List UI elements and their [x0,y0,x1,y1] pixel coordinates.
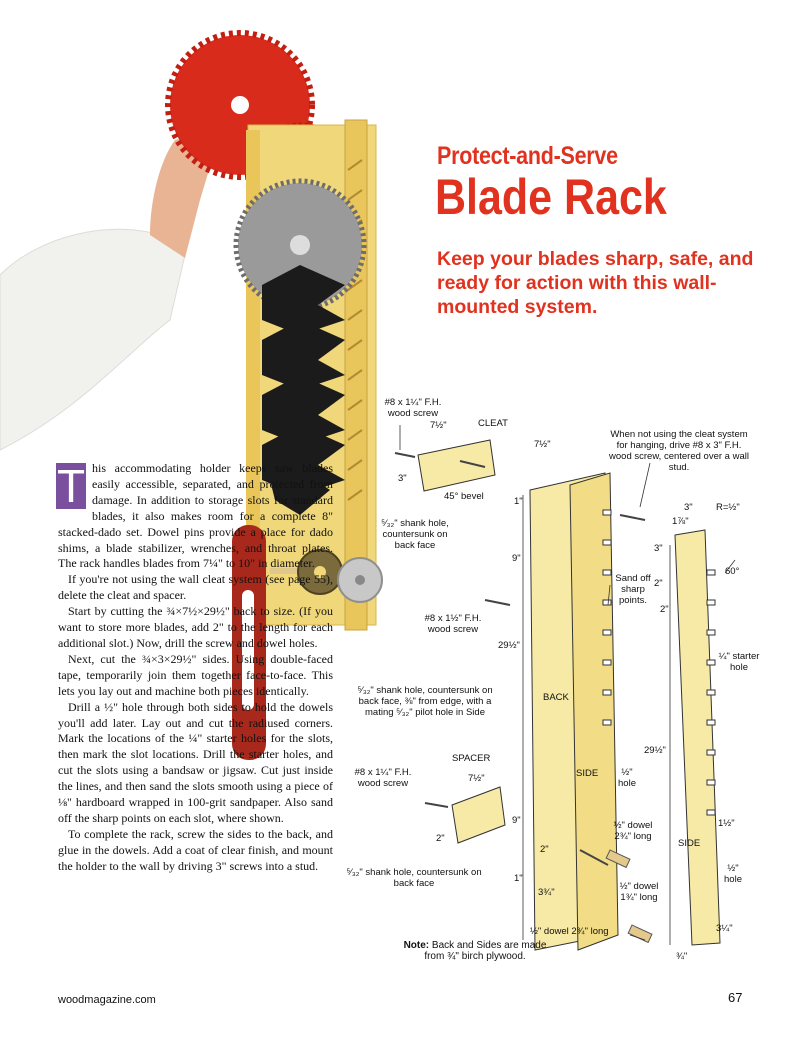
two-b-label: 2" [660,604,669,615]
three-label: 3" [654,543,663,554]
back-length-label: 29½" [498,640,520,651]
hand [150,132,212,258]
center-side-label: SIDE [576,768,599,779]
three-three-quarter-label: 3¾" [538,887,555,898]
spacer-height-label: 2" [436,833,445,844]
right-half-hole-label: ½" hole [724,863,742,885]
radius-label: R=½" [716,502,740,513]
side-width-label: 3" [684,502,693,513]
cleat-width-label: 7½" [430,420,447,431]
nine-bottom-label: 9" [512,815,521,826]
drop-cap: T [56,460,86,512]
nine-top-label: 9" [512,553,521,564]
article-title: Blade Rack [435,169,667,225]
article-kicker: Protect-and-Serve [437,142,618,170]
right-side-part [674,529,721,946]
cleat-shank-label: ⁵⁄₃₂" shank hole, countersunk on back fa… [381,518,449,551]
sand-note-label: Sand off sharp points. [615,573,651,606]
paragraph: Drill a ½" hole through both sides to ho… [58,699,333,825]
spacer-label: SPACER [452,753,491,764]
cleat-part [417,439,496,492]
three-quarters-label: ¾" [676,951,688,962]
footer-site: woodmagazine.com [58,994,156,1006]
one-seven-eighths-label: 1⅞" [672,516,689,527]
cleat-screw-label: #8 x 1¼" F.H. wood screw [384,397,442,419]
spacer-shank-label: ⁵⁄₃₂" shank hole, countersunk on back fa… [346,867,482,889]
paragraph: Start by cutting the ¾×7½×29½" back to s… [58,604,333,650]
one-inch-top-label: 1" [514,496,523,507]
one-half-label: 1½" [718,818,735,829]
one-bottom-label: 1" [514,873,523,884]
cleat-label: CLEAT [478,418,508,429]
spacer-width-label: 7½" [468,773,485,784]
back-label: BACK [543,692,569,703]
blade-rack-photo [0,20,400,760]
back-width-label: 7½" [534,439,551,450]
exploded-view-diagram: #8 x 1¼" F.H. wood screw CLEAT 7½" 3" 45… [340,395,800,965]
sixty-label: 60° [725,566,740,577]
article-deck: Keep your blades sharp, safe, and ready … [437,248,754,318]
side-length-label: 29½" [644,745,666,756]
back-shank-label: ⁵⁄₃₂" shank hole, countersunk on back fa… [357,685,493,718]
wall-note-label: When not using the cleat system for hang… [609,429,749,473]
three-quarter-bottom-label: 3¼" [716,923,733,934]
back-screw-label: #8 x 1½" F.H. wood screw [424,613,482,635]
paragraph: Next, cut the ¾×3×29½" sides. Using doub… [58,651,333,698]
silver-saw-blade [233,178,367,312]
dado-blades [262,265,345,515]
starter-hole-label: ¼" starter hole [718,651,760,673]
paragraph: If you're not using the wall cleat syste… [58,572,333,603]
two-bottom-label: 2" [540,844,549,855]
center-half-hole-label: ½" hole [618,767,636,789]
paragraph: To complete the rack, screw the sides to… [58,826,333,873]
spacer-part [451,786,506,844]
spacer-screw-label: #8 x 1¼" F.H. wood screw [354,767,412,789]
right-side-label: SIDE [678,838,701,849]
center-side-part [569,472,619,951]
dowel-b-label: ½" dowel 1¾" long [619,881,659,903]
diagram-note: Note: Back and Sides are made from ¾" bi… [403,940,547,962]
dowels [605,849,653,944]
cleat-height-label: 3" [398,473,407,484]
page-number: 67 [728,990,743,1005]
arm-sleeve [0,228,186,451]
dowel-c-label: ½" dowel 2¾" long [530,926,609,937]
two-a-label: 2" [654,578,663,589]
dowel-a-label: ½" dowel 2¾" long [613,820,653,842]
bevel-label: 45° bevel [444,491,484,502]
